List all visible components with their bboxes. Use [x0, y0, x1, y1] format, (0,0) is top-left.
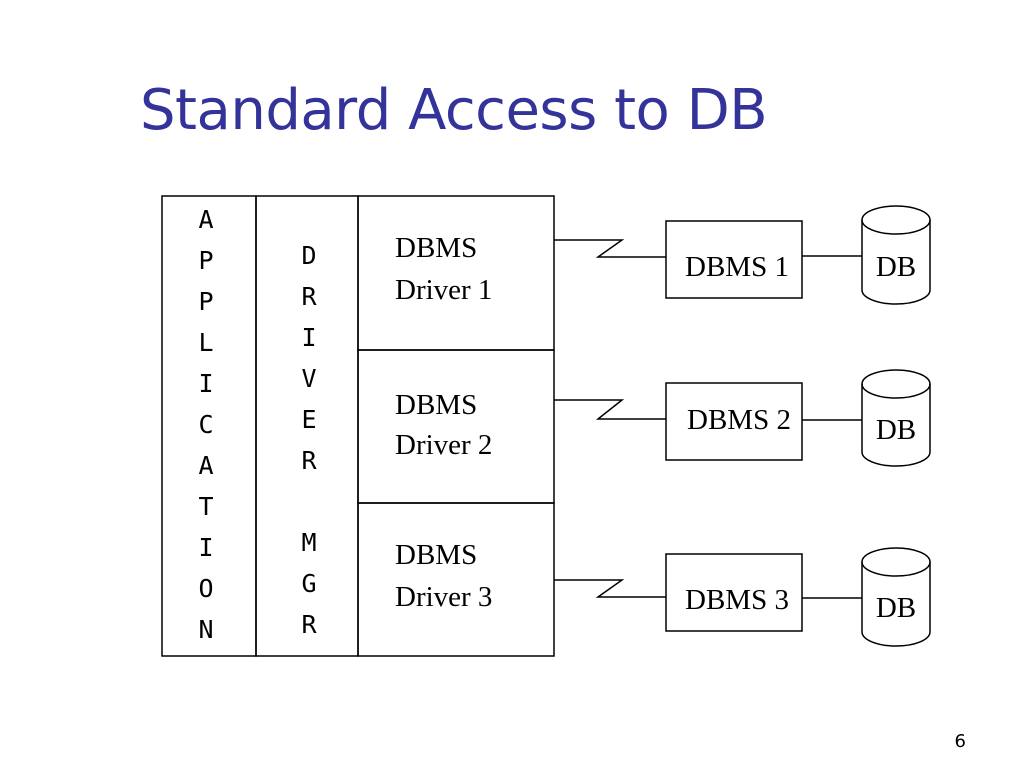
driver-2-line1: DBMS [395, 389, 477, 421]
driver-2-line2: Driver 2 [395, 429, 492, 461]
application-letter: I [198, 533, 213, 562]
application-letter: L [198, 328, 213, 357]
network-link-1 [554, 239, 666, 258]
application-letter: A [198, 451, 213, 480]
application-label: A P P L I C A T I O N [198, 205, 213, 644]
dbms-box-1 [665, 220, 803, 299]
network-link-3 [554, 579, 666, 598]
dbms-box-3 [665, 553, 803, 632]
application-letter: N [198, 615, 213, 644]
driver-manager-letter: R [301, 446, 317, 475]
db-2-label: DB [876, 414, 916, 446]
db-1-label: DB [876, 251, 916, 283]
application-letter: C [198, 410, 213, 439]
application-letter: A [198, 205, 213, 234]
driver-1-line1: DBMS [395, 232, 477, 264]
driver-box-3 [357, 502, 555, 657]
database-cylinder-icon [861, 547, 931, 647]
driver-manager-letter: M [301, 528, 316, 557]
db-3-label: DB [876, 592, 916, 624]
application-letter: P [198, 287, 213, 316]
driver-manager-letter: E [301, 405, 316, 434]
driver-manager-letter: R [301, 282, 317, 311]
driver-manager-letter: D [301, 241, 316, 270]
dbms-3-label: DBMS 3 [685, 584, 789, 616]
slide-title: Standard Access to DB [140, 78, 768, 143]
driver-manager-label: D R I V E R M G R [301, 241, 317, 639]
network-link-2 [554, 399, 666, 420]
database-cylinder-icon [861, 369, 931, 467]
driver-manager-letter: V [301, 364, 316, 393]
application-letter: O [198, 574, 213, 603]
driver-manager-letter: R [301, 610, 317, 639]
driver-manager-letter: I [301, 323, 316, 352]
driver-1-line2: Driver 1 [395, 274, 492, 306]
dbms-box-2 [665, 382, 803, 461]
driver-box-1 [357, 195, 555, 351]
database-cylinder-icon [861, 205, 931, 305]
driver-3-line1: DBMS [395, 539, 477, 571]
dbms-2-label: DBMS 2 [687, 404, 791, 436]
driver-3-line2: Driver 3 [395, 581, 492, 613]
dbms-1-label: DBMS 1 [685, 251, 789, 283]
application-letter: T [198, 492, 213, 521]
application-letter: I [198, 369, 213, 398]
driver-box-2 [357, 349, 555, 504]
page-number: 6 [954, 731, 966, 752]
application-letter: P [198, 246, 213, 275]
driver-manager-letter: G [301, 569, 316, 598]
